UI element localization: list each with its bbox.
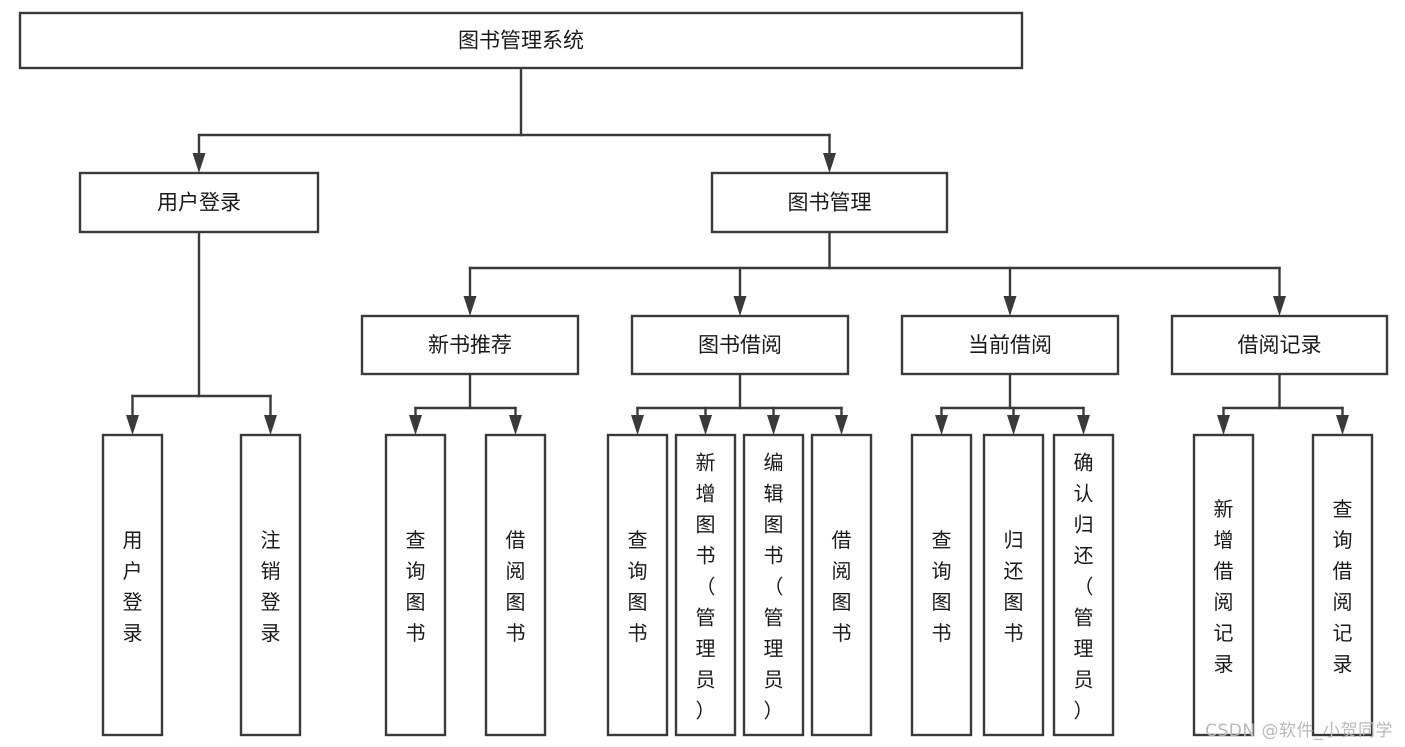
node-label-leaf-query-book-3: 查询图书 [932, 528, 952, 645]
node-box-book-borrow[interactable] [630, 314, 850, 376]
node-box-leaf-add-book[interactable] [674, 433, 737, 737]
node-leaf-borrow-book-2[interactable]: 借阅图书 [810, 433, 873, 737]
node-leaf-query-borrow-record[interactable]: 查询借阅记录 [1311, 433, 1374, 737]
node-label-leaf-return-book: 归还图书 [1004, 528, 1024, 645]
arrow-head-leaf-confirm-return [1077, 415, 1090, 435]
node-box-leaf-borrow-book-2[interactable] [810, 433, 873, 737]
node-leaf-add-book[interactable]: 新增图书（管理员） [674, 433, 737, 737]
node-label-leaf-add-book: 新增图书（管理员） [696, 451, 716, 723]
node-label-book-management: 图书管理 [788, 191, 872, 215]
node-box-user-login[interactable] [78, 171, 320, 234]
arrow-head-current-borrow [1003, 296, 1017, 316]
node-label-leaf-user-login: 用户登录 [123, 528, 143, 645]
node-leaf-borrow-book-1[interactable]: 借阅图书 [484, 433, 547, 737]
node-leaf-edit-book[interactable]: 编辑图书（管理员） [742, 433, 805, 737]
watermark: CSDN @软件_小贺同学 [1205, 721, 1393, 741]
arrow-head-leaf-query-book-2 [631, 415, 644, 435]
node-label-current-borrow: 当前借阅 [968, 333, 1052, 357]
node-label-book-borrow: 图书借阅 [698, 333, 782, 357]
arrow-head-leaf-edit-book [767, 415, 780, 435]
node-label-leaf-confirm-return: 确认归还（管理员） [1074, 451, 1094, 723]
arrow-head-leaf-add-borrow-record [1217, 415, 1230, 435]
arrow-head-leaf-add-book [699, 415, 712, 435]
node-user-login[interactable]: 用户登录 [78, 171, 320, 234]
node-label-borrow-records: 借阅记录 [1238, 333, 1322, 357]
node-label-leaf-user-logout: 注销登录 [261, 528, 281, 645]
node-new-book-recommend[interactable]: 新书推荐 [360, 314, 580, 376]
node-leaf-query-book-2[interactable]: 查询图书 [606, 433, 669, 737]
node-box-leaf-query-book-1[interactable] [384, 433, 447, 737]
arrow-head-leaf-query-borrow-record [1336, 415, 1349, 435]
arrow-head-leaf-user-login [126, 415, 139, 435]
node-label-leaf-query-book-1: 查询图书 [406, 528, 426, 645]
node-borrow-records[interactable]: 借阅记录 [1170, 314, 1389, 376]
node-box-leaf-add-borrow-record[interactable] [1192, 433, 1255, 737]
node-box-root[interactable] [18, 11, 1024, 70]
nodes-layer: 图书管理系统用户登录图书管理新书推荐图书借阅当前借阅借阅记录用户登录注销登录查询… [18, 11, 1389, 737]
node-leaf-query-book-3[interactable]: 查询图书 [910, 433, 973, 737]
node-label-leaf-query-book-2: 查询图书 [628, 528, 648, 645]
node-box-leaf-edit-book[interactable] [742, 433, 805, 737]
arrow-head-book-borrow [733, 296, 747, 316]
node-label-leaf-add-borrow-record: 新增借阅记录 [1214, 497, 1234, 676]
node-label-root: 图书管理系统 [458, 29, 584, 53]
arrow-head-leaf-borrow-book-2 [835, 415, 848, 435]
node-book-borrow[interactable]: 图书借阅 [630, 314, 850, 376]
node-label-leaf-edit-book: 编辑图书（管理员） [764, 451, 784, 723]
node-box-leaf-query-borrow-record[interactable] [1311, 433, 1374, 737]
node-box-leaf-query-book-3[interactable] [910, 433, 973, 737]
node-box-leaf-borrow-book-1[interactable] [484, 433, 547, 737]
arrow-head-leaf-query-book-1 [409, 415, 422, 435]
node-box-new-book-recommend[interactable] [360, 314, 580, 376]
connectors-layer [126, 66, 1349, 435]
node-box-current-borrow[interactable] [900, 314, 1120, 376]
node-label-user-login: 用户登录 [157, 191, 241, 215]
node-box-borrow-records[interactable] [1170, 314, 1389, 376]
node-book-management[interactable]: 图书管理 [710, 171, 949, 234]
node-box-book-management[interactable] [710, 171, 949, 234]
node-label-leaf-borrow-book-2: 借阅图书 [832, 528, 852, 645]
node-current-borrow[interactable]: 当前借阅 [900, 314, 1120, 376]
node-leaf-user-login[interactable]: 用户登录 [101, 433, 164, 737]
node-leaf-return-book[interactable]: 归还图书 [982, 433, 1045, 737]
node-root[interactable]: 图书管理系统 [18, 11, 1024, 70]
node-box-leaf-query-book-2[interactable] [606, 433, 669, 737]
node-leaf-add-borrow-record[interactable]: 新增借阅记录 [1192, 433, 1255, 737]
arrow-head-borrow-records [1273, 296, 1286, 316]
arrow-head-book-management [823, 153, 836, 173]
node-leaf-user-logout[interactable]: 注销登录 [239, 433, 302, 737]
arrow-head-user-login [192, 153, 206, 173]
arrow-head-leaf-user-logout [264, 415, 277, 435]
node-leaf-confirm-return[interactable]: 确认归还（管理员） [1052, 433, 1115, 737]
node-box-leaf-confirm-return[interactable] [1052, 433, 1115, 737]
arrow-head-new-book-recommend [463, 296, 477, 316]
node-box-leaf-user-logout[interactable] [239, 433, 302, 737]
node-label-leaf-query-borrow-record: 查询借阅记录 [1333, 497, 1353, 676]
node-box-leaf-return-book[interactable] [982, 433, 1045, 737]
node-label-new-book-recommend: 新书推荐 [428, 333, 512, 357]
node-leaf-query-book-1[interactable]: 查询图书 [384, 433, 447, 737]
arrow-head-leaf-query-book-3 [935, 415, 948, 435]
arrow-head-leaf-return-book [1007, 415, 1020, 435]
arrow-head-leaf-borrow-book-1 [509, 415, 522, 435]
node-label-leaf-borrow-book-1: 借阅图书 [506, 528, 526, 645]
node-box-leaf-user-login[interactable] [101, 433, 164, 737]
